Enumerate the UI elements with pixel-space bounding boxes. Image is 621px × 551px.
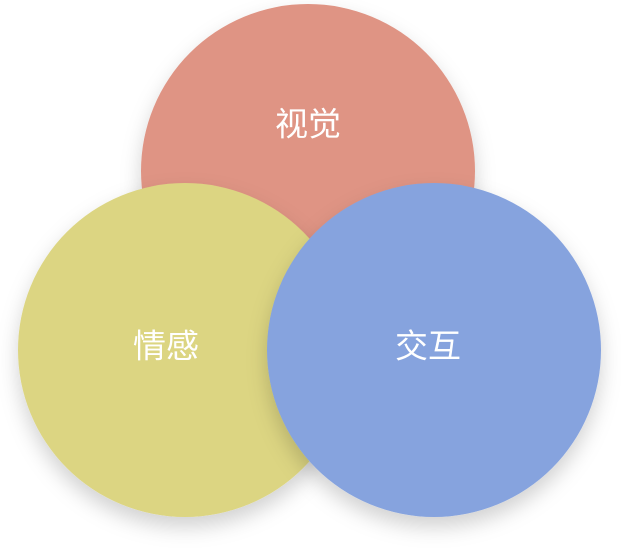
- label-emotion: 情感: [133, 327, 199, 366]
- label-visual: 视觉: [275, 105, 341, 144]
- label-interaction: 交互: [395, 327, 461, 366]
- circle-emotion: [18, 183, 352, 517]
- circle-interaction: [267, 183, 601, 517]
